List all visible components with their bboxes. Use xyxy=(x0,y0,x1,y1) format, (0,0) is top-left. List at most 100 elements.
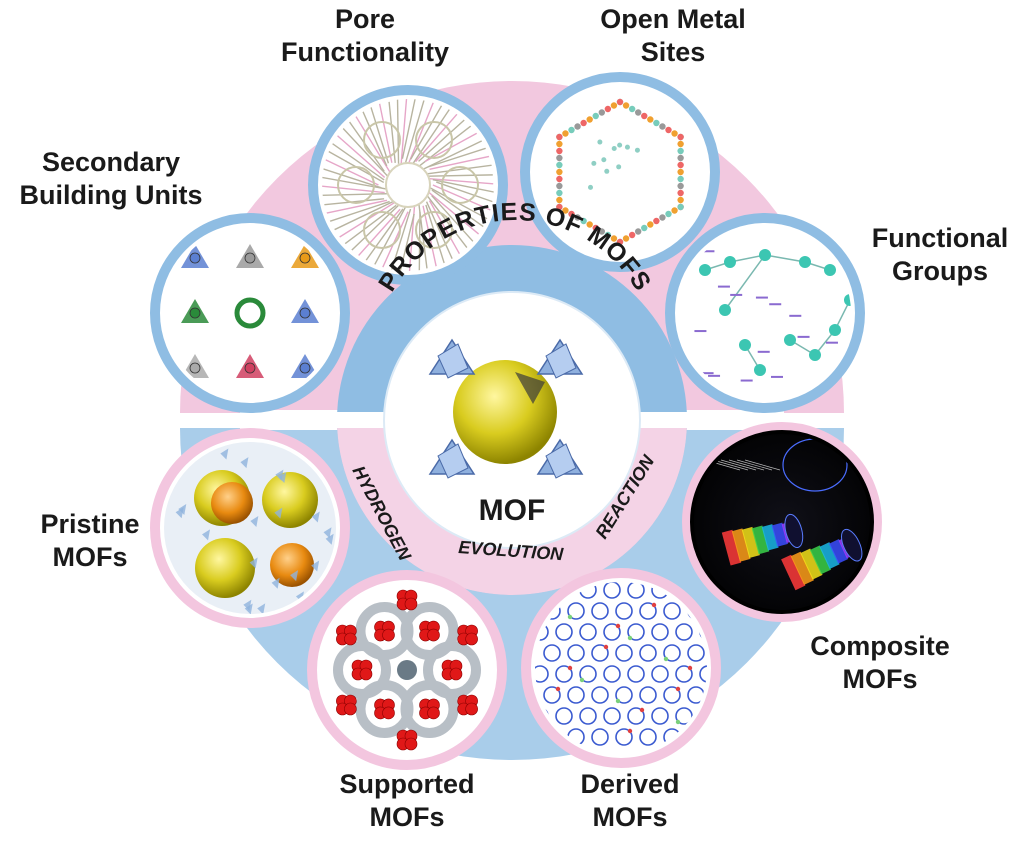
derived-ring xyxy=(615,602,633,620)
pristine-cluster xyxy=(220,448,229,460)
metal-site-bead xyxy=(592,224,599,232)
fg-dash xyxy=(701,372,714,375)
pore-strand xyxy=(432,179,494,195)
pore-strand xyxy=(334,132,386,178)
metal-site-atom xyxy=(624,144,630,150)
derived-ring xyxy=(555,665,573,683)
pristine-cluster xyxy=(290,570,299,582)
metal-site-bead xyxy=(671,207,678,214)
metal-site-bead xyxy=(677,154,684,162)
pore-functionality-image xyxy=(308,85,508,285)
pore-strand xyxy=(322,176,389,190)
derived-ring xyxy=(603,707,621,725)
pore-strand xyxy=(411,101,455,165)
metal-site-bead xyxy=(622,235,630,242)
fg-dash xyxy=(708,374,721,377)
pore-strand xyxy=(323,158,379,186)
metal-site-atom xyxy=(601,157,607,163)
pore-strand xyxy=(348,121,385,172)
derived-ring xyxy=(615,728,633,746)
pore-strand xyxy=(422,205,438,271)
pristine-cluster xyxy=(311,560,320,572)
fg-node xyxy=(784,334,796,346)
derived-ring xyxy=(687,644,705,662)
fg-bond xyxy=(724,254,766,311)
pore-strand xyxy=(322,185,385,194)
metal-site-bead xyxy=(556,168,563,176)
metal-site-bead xyxy=(641,112,648,120)
open-metal-sites-image xyxy=(520,72,720,272)
pore-ring xyxy=(415,120,453,159)
pore-strand xyxy=(368,99,390,164)
derived-ring xyxy=(555,623,573,641)
derived-ring xyxy=(663,644,681,662)
sbu-node xyxy=(189,252,201,264)
support-particle xyxy=(465,702,478,716)
metal-site-bead xyxy=(556,133,563,141)
derived-dot xyxy=(615,623,621,629)
pore-ring xyxy=(337,166,375,204)
pore-strand xyxy=(418,211,421,271)
derived-ring xyxy=(579,623,597,641)
metal-site-bead xyxy=(568,126,575,134)
derived-ring xyxy=(591,602,609,620)
cone-band xyxy=(790,551,814,585)
pristine-cluster xyxy=(249,557,258,569)
pore-strand xyxy=(404,99,428,163)
pore-strand xyxy=(427,163,494,175)
pore-strand xyxy=(427,174,493,177)
center-polyhedron xyxy=(545,343,577,379)
center-sphere xyxy=(453,360,557,464)
metal-site-bead xyxy=(556,161,563,169)
fg-node xyxy=(824,264,836,276)
cone-band xyxy=(809,545,832,575)
composite-mofs-image xyxy=(682,422,882,622)
pore-strand xyxy=(326,138,385,181)
support-particle xyxy=(344,702,357,716)
support-particle xyxy=(382,706,395,720)
pore-strand xyxy=(370,206,407,271)
cone-band xyxy=(819,542,840,569)
composite-line xyxy=(712,459,749,471)
derived-dot xyxy=(603,644,609,650)
metal-site-bead xyxy=(574,214,581,221)
fg-node xyxy=(799,256,811,268)
pristine-sphere xyxy=(211,482,253,524)
pristine-cluster xyxy=(311,511,320,523)
derived-dot xyxy=(687,665,693,671)
pore-strand xyxy=(341,126,388,177)
metal-site-bead xyxy=(556,154,563,162)
pristine-cluster xyxy=(274,507,283,519)
derived-ring xyxy=(615,686,633,704)
fg-dash xyxy=(825,341,838,344)
cone-band xyxy=(781,554,806,591)
metal-site-atom xyxy=(597,139,603,145)
pristine-cluster xyxy=(325,533,334,545)
pore-strand xyxy=(428,200,460,255)
metal-site-bead xyxy=(586,116,593,123)
center-polyhedron xyxy=(545,443,577,479)
support-particle xyxy=(359,667,373,681)
metal-site-bead xyxy=(665,126,672,134)
metal-site-bead xyxy=(659,214,666,221)
metal-site-bead xyxy=(628,105,636,113)
pristine-cluster xyxy=(323,527,332,539)
metal-site-bead xyxy=(677,196,684,204)
fg-node xyxy=(829,324,841,336)
sbu-node xyxy=(299,362,311,374)
metal-site-atom xyxy=(617,142,623,148)
metal-site-bead xyxy=(677,175,684,183)
metal-site-atom xyxy=(604,168,610,174)
fg-dash xyxy=(740,379,753,382)
pore-strand xyxy=(322,192,389,197)
fg-node xyxy=(844,294,851,306)
support-particle xyxy=(382,628,395,642)
derived-ring xyxy=(712,729,728,745)
pore-strand xyxy=(431,195,476,245)
